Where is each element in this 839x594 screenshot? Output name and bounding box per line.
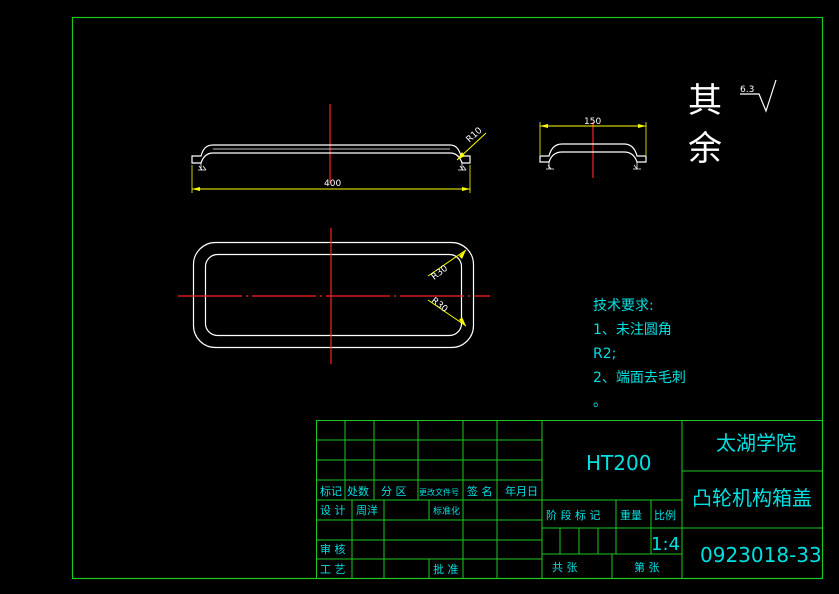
surface-finish-label-line1: 其	[688, 81, 722, 121]
front-view-left-base	[198, 163, 207, 171]
drawing-number: 0923018-33	[700, 543, 822, 567]
roughness-value: 6.3	[740, 85, 754, 95]
designer-name: 周洋	[356, 503, 378, 517]
tech-req-line3: 2、端面去毛刺	[593, 370, 686, 386]
tech-req-line2: R2;	[593, 346, 616, 362]
surface-finish-note: 其 余 6.3	[688, 79, 777, 169]
review-label: 审 核	[320, 542, 346, 556]
width-arrow-left	[540, 124, 548, 128]
approve-label: 批 准	[433, 562, 459, 576]
top-view-outer-outline	[192, 241, 475, 349]
side-view: 150	[539, 117, 647, 178]
header-zone: 分 区	[381, 485, 407, 498]
sheet-number-label: 第 张	[634, 560, 660, 574]
tech-req-line1: 1、未注圆角	[593, 322, 672, 338]
fillet-dim: R10	[465, 126, 485, 145]
side-view-right-base	[633, 162, 641, 170]
corner-radius-leader-upper	[427, 249, 467, 277]
top-view: R30 R30	[178, 228, 490, 364]
weight-label: 重量	[620, 508, 642, 522]
design-label: 设 计	[320, 504, 346, 517]
title-block	[316, 420, 823, 579]
surface-finish-label-line2: 余	[688, 129, 722, 169]
side-view-left-base	[546, 162, 554, 170]
front-view-right-base	[458, 163, 467, 171]
process-label: 工 艺	[320, 563, 346, 576]
roughness-symbol-icon	[740, 79, 777, 113]
scale-label: 比例	[654, 508, 676, 522]
total-sheets-label: 共 张	[552, 561, 578, 574]
fillet-leader-arrow	[457, 152, 465, 160]
width-arrow-right	[638, 124, 646, 128]
technical-requirements: 技术要求: 1、未注圆角 R2; 2、端面去毛刺 。	[593, 298, 686, 410]
standardization-label: 标准化	[433, 505, 460, 517]
header-count: 处数	[347, 485, 369, 498]
part-name: 凸轮机构箱盖	[692, 486, 812, 510]
front-view: 400 R10	[191, 104, 487, 193]
corner-radius-arrow-lower	[459, 317, 466, 326]
tech-req-line4: 。	[593, 394, 607, 410]
width-dim: 150	[584, 117, 601, 127]
tech-req-heading: 技术要求:	[593, 298, 654, 314]
header-mark: 标记	[320, 484, 342, 498]
front-view-outline	[191, 144, 471, 164]
scale-value: 1:4	[651, 534, 680, 555]
header-signature: 签 名	[467, 484, 493, 498]
overall-length-dim: 400	[324, 179, 341, 189]
corner-radius-arrow-upper	[459, 250, 466, 259]
top-view-inner-outline	[204, 253, 463, 337]
header-date: 年月日	[505, 484, 538, 498]
header-change-doc: 更改文件号	[419, 487, 459, 497]
overall-length-arrow-left	[192, 187, 200, 191]
stage-mark-label: 阶 段 标 记	[546, 508, 601, 522]
title-block-text: HT200 太湖学院 凸轮机构箱盖 0923018-33 1:4 标记 处数 分…	[320, 431, 822, 576]
corner-radius-leader-lower	[427, 299, 467, 327]
overall-length-arrow-right	[462, 187, 470, 191]
material-value: HT200	[586, 451, 651, 475]
side-view-outline	[539, 143, 647, 163]
school-name: 太湖学院	[716, 431, 796, 455]
corner-radius-dim-upper: R30	[430, 263, 450, 282]
